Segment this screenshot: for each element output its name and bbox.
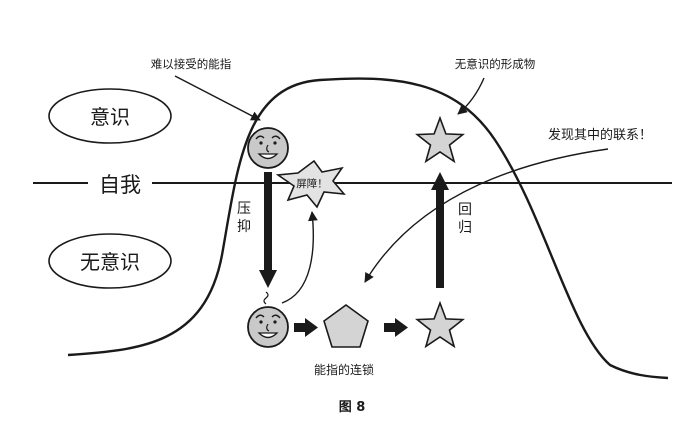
barrier-return-arrow [281,211,318,304]
star-icon [415,300,465,349]
unconscious-label: 无意识 [80,250,140,274]
ego-label: 自我 [99,173,141,197]
discover-arrow [364,148,609,283]
unacceptable-arrow [174,75,261,121]
pentagon-icon [323,304,369,348]
repression-arrow-head [259,270,277,288]
starburst-icon [275,159,346,209]
smiling-face-icon [247,127,289,169]
unconscious-ellipse [48,233,172,289]
unacceptable-signifier-label: 难以接受的能指 [151,57,232,71]
formation-arrow [457,77,485,115]
chain-arrow-2-head [395,318,408,337]
star-icon [415,115,465,164]
chain-arrow-1-head [305,318,318,337]
chain-arrow-2-shaft [384,323,396,332]
return-arrow-shaft [436,188,444,288]
return-char-1: 回 [458,202,472,218]
chain-arrow-1-shaft [294,323,306,332]
signifier-chain-label: 能指的连锁 [314,362,374,377]
conscious-label: 意识 [90,105,130,129]
figure-caption: 图 8 [339,400,366,415]
return-char-2: 归 [458,219,472,236]
smiling-face-icon [247,306,289,348]
squiggle [263,291,269,305]
ego-curve [67,77,669,380]
return-arrow-head [431,172,449,190]
repression-char-1: 压 [237,201,251,217]
repression-char-2: 抑 [237,219,251,235]
repression-arrow-shaft [264,172,272,272]
discover-connection-label: 发现其中的联系！ [548,127,652,143]
barrier-label: 屏障！ [296,177,328,190]
formation-label: 无意识的形成物 [455,57,536,71]
conscious-ellipse [48,88,172,144]
